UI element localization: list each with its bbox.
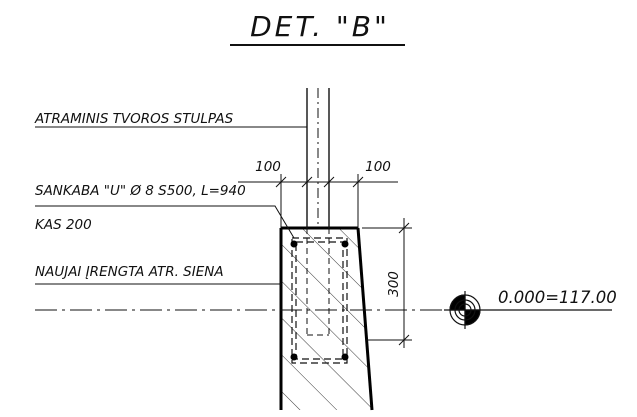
u-bracket bbox=[291, 237, 348, 364]
wall-hatching bbox=[281, 228, 372, 410]
label-post: ATRAMINIS TVOROS STULPAS bbox=[34, 111, 234, 127]
dim-offsets bbox=[238, 174, 398, 228]
label-bracket: SANKABA "U" Ø 8 S500, L=940 bbox=[35, 183, 246, 199]
fence-post bbox=[306, 88, 330, 228]
leader-bracket bbox=[35, 205, 295, 239]
detail-title: DET. "B" bbox=[250, 10, 390, 43]
level-symbol-icon bbox=[444, 291, 486, 329]
wall-outline bbox=[279, 226, 374, 411]
dim-right-100: 100 bbox=[365, 159, 391, 175]
rebar-dots bbox=[290, 240, 349, 361]
label-concrete: KAS 200 bbox=[35, 217, 92, 233]
label-wall: NAUJAI ĮRENGTA ATR. SIENA bbox=[35, 264, 224, 280]
embedded-post bbox=[306, 228, 330, 336]
dim-height bbox=[362, 218, 412, 348]
level-mark: 0.000=117.00 bbox=[498, 288, 617, 307]
dim-left-100: 100 bbox=[255, 159, 281, 175]
dim-height-300: 300 bbox=[386, 271, 402, 297]
